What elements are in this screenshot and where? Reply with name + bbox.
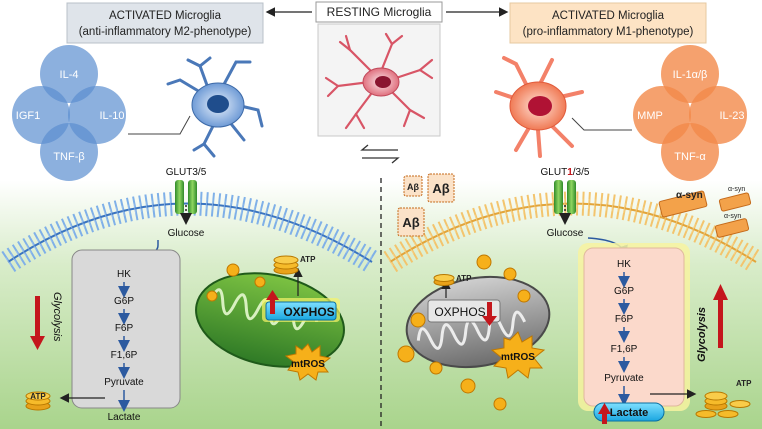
right-connector [571, 117, 632, 131]
abeta-aggregates: Aβ Aβ Aβ [397, 173, 455, 237]
cytokine-tnf-beta: TNF-β [53, 151, 84, 163]
right-glut-label: GLUT1/3/5 [541, 167, 590, 178]
left-mtros-label: mtROS [291, 359, 325, 370]
abeta-label-2: Aβ [432, 181, 449, 196]
right-atp-coins: ATP [695, 379, 752, 418]
exchange-arrows [360, 144, 400, 164]
right-glycolysis-label: Glycolysis [696, 307, 708, 362]
right-mito-atp-coins: ATP [433, 274, 472, 286]
cytokine-il10: IL-10 [99, 110, 124, 122]
right-mtros-burst: mtROS [490, 331, 546, 379]
cytokine-tnf-alpha: TNF-α [674, 151, 706, 163]
m2-microglia-cell [166, 56, 264, 158]
left-glut-transporter: GLUT3/5 Glucose [166, 167, 207, 239]
cytokine-igf1: IGF1 [16, 110, 40, 122]
right-lactate-badge: Lactate [593, 402, 665, 424]
m1-microglia-cell [494, 56, 584, 158]
left-step-f6p: F6P [115, 323, 134, 334]
left-atp-coins: ATP [25, 391, 51, 411]
left-membrane [1, 191, 379, 273]
header-center-box: RESTING Microglia [315, 1, 443, 23]
left-step-lactate: Lactate [108, 412, 141, 423]
header-left-box: ACTIVATED Microglia (anti-inflammatory M… [66, 2, 264, 44]
left-glycolysis-label: Glycolysis [51, 292, 63, 342]
left-oxphos-label: OXPHOS [283, 305, 334, 319]
right-mtros-label: mtROS [501, 352, 535, 363]
cytokine-il1: IL-1α/β [673, 69, 708, 81]
left-cytokine-venn: IL-4 IGF1 IL-10 TNF-β [12, 45, 126, 181]
left-glycolysis-indicator: Glycolysis [30, 292, 63, 350]
right-atp-label: ATP [736, 379, 752, 388]
header-left-line2: (anti-inflammatory M2-phenotype) [79, 26, 252, 38]
right-glucose-label: Glucose [547, 228, 584, 239]
left-step-pyruvate: Pyruvate [104, 377, 144, 388]
asyn-label-3: α-syn [724, 213, 741, 220]
left-atp-label: ATP [30, 392, 46, 401]
left-glucose-label: Glucose [168, 228, 205, 239]
right-step-f16p: F1,6P [611, 344, 638, 355]
left-connector [128, 115, 191, 135]
right-oxphos-badge: OXPHOS [427, 299, 501, 326]
resting-microglia-image [317, 23, 441, 137]
right-step-f6p: F6P [615, 314, 634, 325]
right-step-lactate: Lactate [610, 407, 649, 419]
right-glycolysis-box: HK G6P F6P F1,6P Pyruvate [578, 237, 690, 411]
abeta-label-1: Aβ [407, 182, 419, 192]
cytokine-il4: IL-4 [60, 69, 79, 81]
left-mito-atp-label: ATP [300, 255, 316, 264]
right-step-g6p: G6P [614, 286, 634, 297]
asyn-label-1: α-syn [676, 190, 703, 201]
right-oxphos-label: OXPHOS [434, 305, 485, 319]
left-step-hk: HK [117, 269, 131, 280]
cytokine-il23: IL-23 [719, 110, 744, 122]
right-glut-transporter: GLUT1/3/5 Glucose [541, 167, 590, 239]
asyn-fibrils: α-syn α-syn α-syn [658, 186, 752, 238]
left-glut-label: GLUT3/5 [166, 167, 207, 178]
left-mtros-burst: mtROS [284, 343, 332, 381]
right-step-pyruvate: Pyruvate [604, 373, 644, 384]
right-mito-atp-label: ATP [456, 274, 472, 283]
header-right-line1: ACTIVATED Microglia [552, 10, 665, 22]
header-right-box: ACTIVATED Microglia (pro-inflammatory M1… [509, 2, 707, 44]
abeta-label-3: Aβ [402, 215, 419, 230]
header-left-line1: ACTIVATED Microglia [109, 10, 222, 22]
left-step-f16p: F1,6P [111, 350, 138, 361]
left-glycolysis-box: HK G6P F6P F1,6P Pyruvate [71, 240, 181, 412]
left-step-g6p: G6P [114, 296, 134, 307]
header-right-line2: (pro-inflammatory M1-phenotype) [523, 26, 694, 38]
left-mito-atp-coins: ATP [273, 255, 316, 275]
header-center: RESTING Microglia [327, 5, 432, 19]
left-oxphos-badge: OXPHOS [262, 290, 340, 322]
right-step-hk: HK [617, 259, 631, 270]
right-cytokine-venn: IL-1α/β MMP IL-23 TNF-α [633, 45, 747, 181]
right-ros-dots [397, 254, 531, 411]
cytokine-mmp: MMP [637, 110, 663, 122]
left-ros-dots [206, 263, 266, 302]
asyn-label-2: α-syn [728, 186, 745, 193]
right-glycolysis-indicator: Glycolysis [696, 284, 728, 362]
